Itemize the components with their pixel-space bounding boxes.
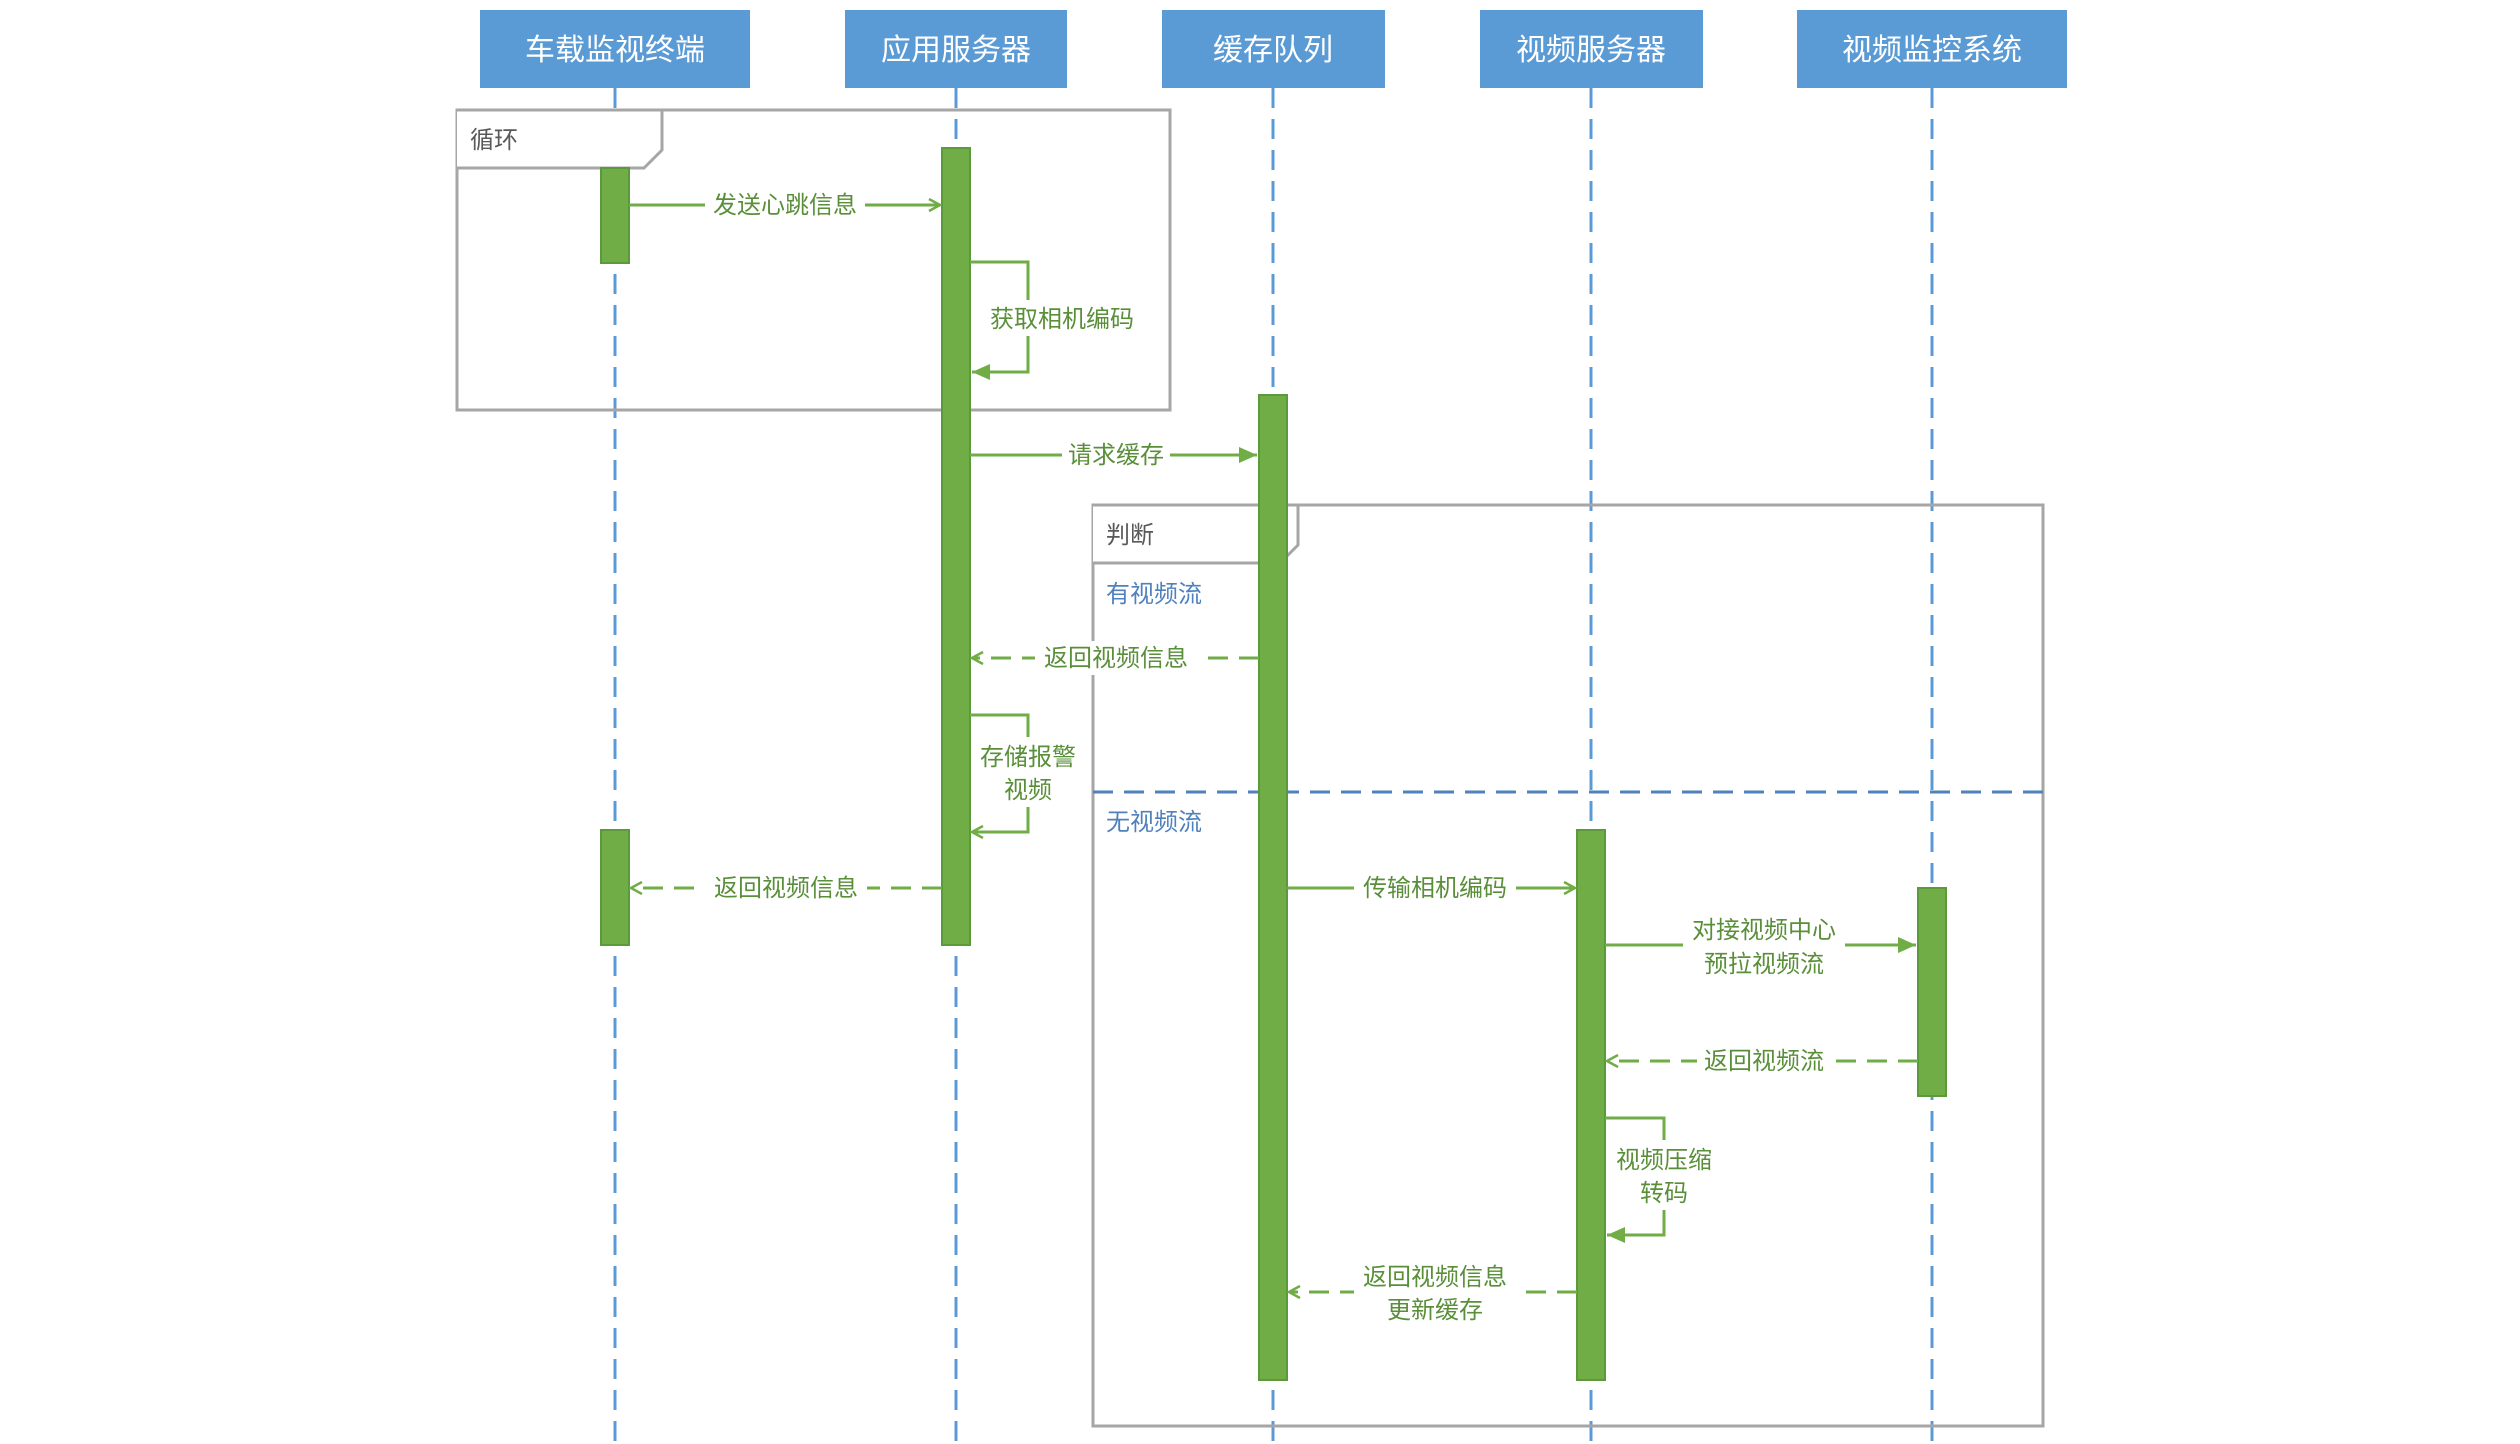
message-label: 更新缓存 <box>1387 1296 1483 1324</box>
guard-label: 有视频流 <box>1106 580 1202 608</box>
activation-bar <box>1576 829 1606 1381</box>
participant-p2: 应用服务器 <box>845 10 1067 88</box>
message-label: 视频 <box>1004 776 1052 804</box>
message-m9: 返回视频流 <box>1607 1044 1918 1078</box>
message-label: 返回视频流 <box>1704 1047 1824 1075</box>
participant-label: 缓存队列 <box>1213 33 1333 68</box>
message-label: 返回视频信息 <box>1044 644 1188 672</box>
activation-bar <box>600 167 630 264</box>
message-m4: 返回视频信息 <box>972 641 1259 675</box>
message-m2: 获取相机编码 <box>970 260 1142 380</box>
loop-frame: 循环 <box>455 108 1172 412</box>
message-label: 预拉视频流 <box>1704 950 1824 978</box>
message-label: 获取相机编码 <box>990 305 1134 333</box>
message-label: 转码 <box>1640 1179 1688 1207</box>
message-m6: 返回视频信息 <box>631 871 942 905</box>
message-m11: 返回视频信息 更新缓存 <box>1289 1258 1577 1330</box>
participant-p1: 车载监视终端 <box>480 10 750 88</box>
participant-label: 视频服务器 <box>1516 33 1666 68</box>
participant-label: 车载监视终端 <box>525 33 705 68</box>
participant-label: 视频监控系统 <box>1842 33 2022 68</box>
message-m10: 视频压缩 转码 <box>1605 1116 1718 1243</box>
participant-label: 应用服务器 <box>881 33 1031 68</box>
message-label: 视频压缩 <box>1616 1146 1712 1174</box>
message-m1: 发送心跳信息 <box>629 188 940 222</box>
message-label: 返回视频信息 <box>714 874 858 902</box>
participant-p3: 缓存队列 <box>1162 10 1385 88</box>
message-label: 存储报警 <box>980 743 1076 771</box>
message-m8: 对接视频中心 预拉视频流 <box>1605 910 1916 982</box>
message-m7: 传输相机编码 <box>1287 871 1575 905</box>
message-label: 对接视频中心 <box>1692 916 1836 944</box>
activation-bar <box>941 147 971 946</box>
frame-label: 循环 <box>470 126 518 154</box>
participant-p5: 视频监控系统 <box>1797 10 2067 88</box>
alt-frame: 判断 有视频流 无视频流 <box>1091 503 2045 1428</box>
participant-p4: 视频服务器 <box>1480 10 1703 88</box>
message-label: 传输相机编码 <box>1363 874 1507 902</box>
message-label: 返回视频信息 <box>1363 1263 1507 1291</box>
frame-label: 判断 <box>1106 521 1154 549</box>
message-m3: 请求缓存 <box>970 438 1257 472</box>
guard-label: 无视频流 <box>1106 808 1202 836</box>
message-m5: 存储报警 视频 <box>970 713 1080 832</box>
message-label: 请求缓存 <box>1068 441 1164 469</box>
activation-bar <box>600 829 630 946</box>
message-label: 发送心跳信息 <box>713 191 857 219</box>
activation-bar <box>1917 887 1947 1097</box>
activation-bar <box>1258 394 1288 1381</box>
